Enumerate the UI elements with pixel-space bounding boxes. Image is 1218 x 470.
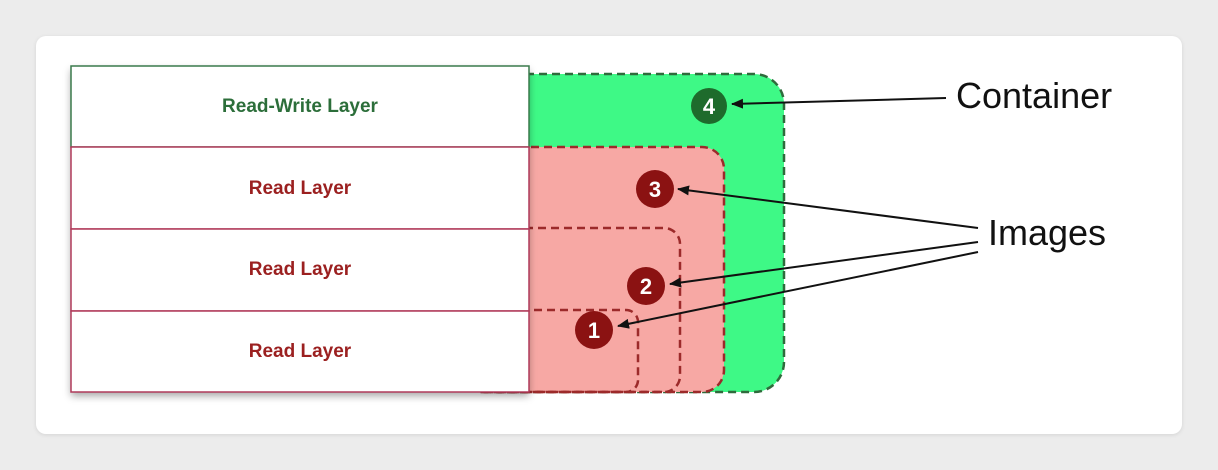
images-arrow-2: [669, 241, 979, 288]
layer-read-1: Read Layer: [70, 146, 530, 230]
badge-2: 2: [627, 267, 665, 305]
container-arrow: [731, 97, 947, 109]
layer-label: Read Layer: [249, 341, 352, 362]
layer-read-write: Read-Write Layer: [70, 65, 530, 148]
layer-read-3: Read Layer: [70, 310, 530, 393]
svg-text:4: 4: [703, 94, 716, 119]
images-arrow-1: [617, 251, 979, 329]
layer-label: Read Layer: [249, 259, 352, 280]
svg-text:2: 2: [640, 274, 652, 299]
badge-4: 4: [691, 88, 727, 124]
svg-text:3: 3: [649, 177, 661, 202]
container-callout: Container: [956, 75, 1112, 116]
badge-1: 1: [575, 311, 613, 349]
svg-text:1: 1: [588, 318, 600, 343]
layer-label: Read Layer: [249, 178, 352, 199]
layer-read-2: Read Layer: [70, 228, 530, 312]
layer-label: Read-Write Layer: [222, 96, 379, 117]
images-callout: Images: [988, 212, 1106, 253]
images-arrow-3: [677, 185, 979, 229]
badge-3: 3: [636, 170, 674, 208]
